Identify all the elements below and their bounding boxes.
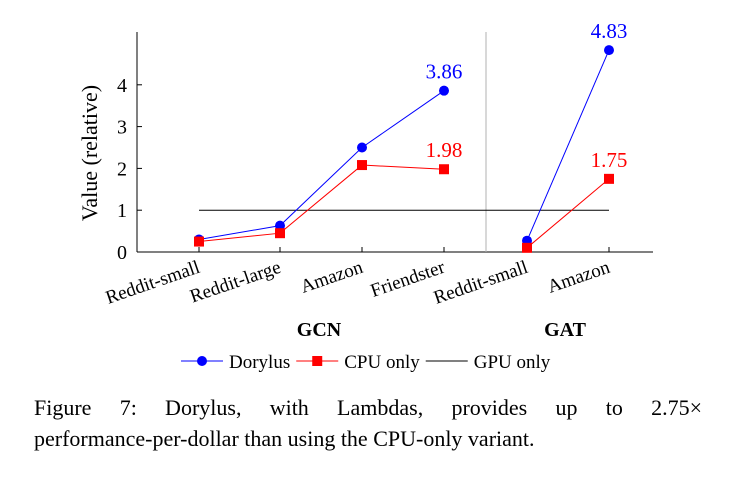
dorylus-data-label: 4.83 xyxy=(591,19,628,43)
x-tick-label: Reddit-small xyxy=(103,257,203,309)
legend-marker-dorylus xyxy=(197,356,207,366)
cpu-only-point xyxy=(275,228,285,239)
y-tick-label: 4 xyxy=(117,75,127,97)
cpu-only-point xyxy=(522,242,532,253)
cpu-only-point xyxy=(439,164,449,175)
legend-marker-cpu-only xyxy=(312,356,323,366)
dorylus-point xyxy=(604,45,614,56)
cpu-only-point xyxy=(357,160,367,171)
cpu-only-data-label: 1.98 xyxy=(426,138,463,162)
dorylus-point xyxy=(439,85,449,96)
legend-label-gpu-only: GPU only xyxy=(474,352,551,373)
y-axis-label: Value (relative) xyxy=(77,85,102,221)
caption-line-2: performance-per-dollar than using the CP… xyxy=(34,426,535,451)
y-tick-label: 3 xyxy=(117,117,127,139)
x-tick-label: Amazon xyxy=(298,257,366,298)
dorylus-point xyxy=(275,220,285,231)
cpu-only-point xyxy=(194,236,204,247)
dorylus-point xyxy=(357,142,367,153)
group-label-gcn: GCN xyxy=(297,319,342,341)
x-tick-label: Amazon xyxy=(545,257,613,298)
legend: Dorylus CPU only GPU only xyxy=(181,352,551,373)
x-tick-label: Reddit-large xyxy=(187,257,283,308)
caption-line-1: Figure 7: Dorylus, with Lambdas, provide… xyxy=(34,395,702,420)
y-tick-label: 0 xyxy=(117,242,127,264)
dorylus-line-gat xyxy=(526,49,610,241)
figure-caption: Figure 7: Dorylus, with Lambdas, provide… xyxy=(34,392,702,454)
legend-label-cpu-only: CPU only xyxy=(344,352,420,373)
legend-label-dorylus: Dorylus xyxy=(229,352,290,373)
x-tick-label: Reddit-small xyxy=(431,257,531,309)
y-tick-label: 1 xyxy=(117,200,127,222)
y-tick-label: 2 xyxy=(117,158,127,180)
cpu-only-line-gat xyxy=(526,178,610,249)
dorylus-data-label: 3.86 xyxy=(426,60,463,84)
group-label-gat: GAT xyxy=(544,319,587,341)
dorylus-line-gcn xyxy=(198,90,445,240)
cpu-only-data-label: 1.75 xyxy=(591,148,628,172)
cpu-only-point xyxy=(604,173,614,184)
cpu-only-line-gcn xyxy=(198,164,445,243)
